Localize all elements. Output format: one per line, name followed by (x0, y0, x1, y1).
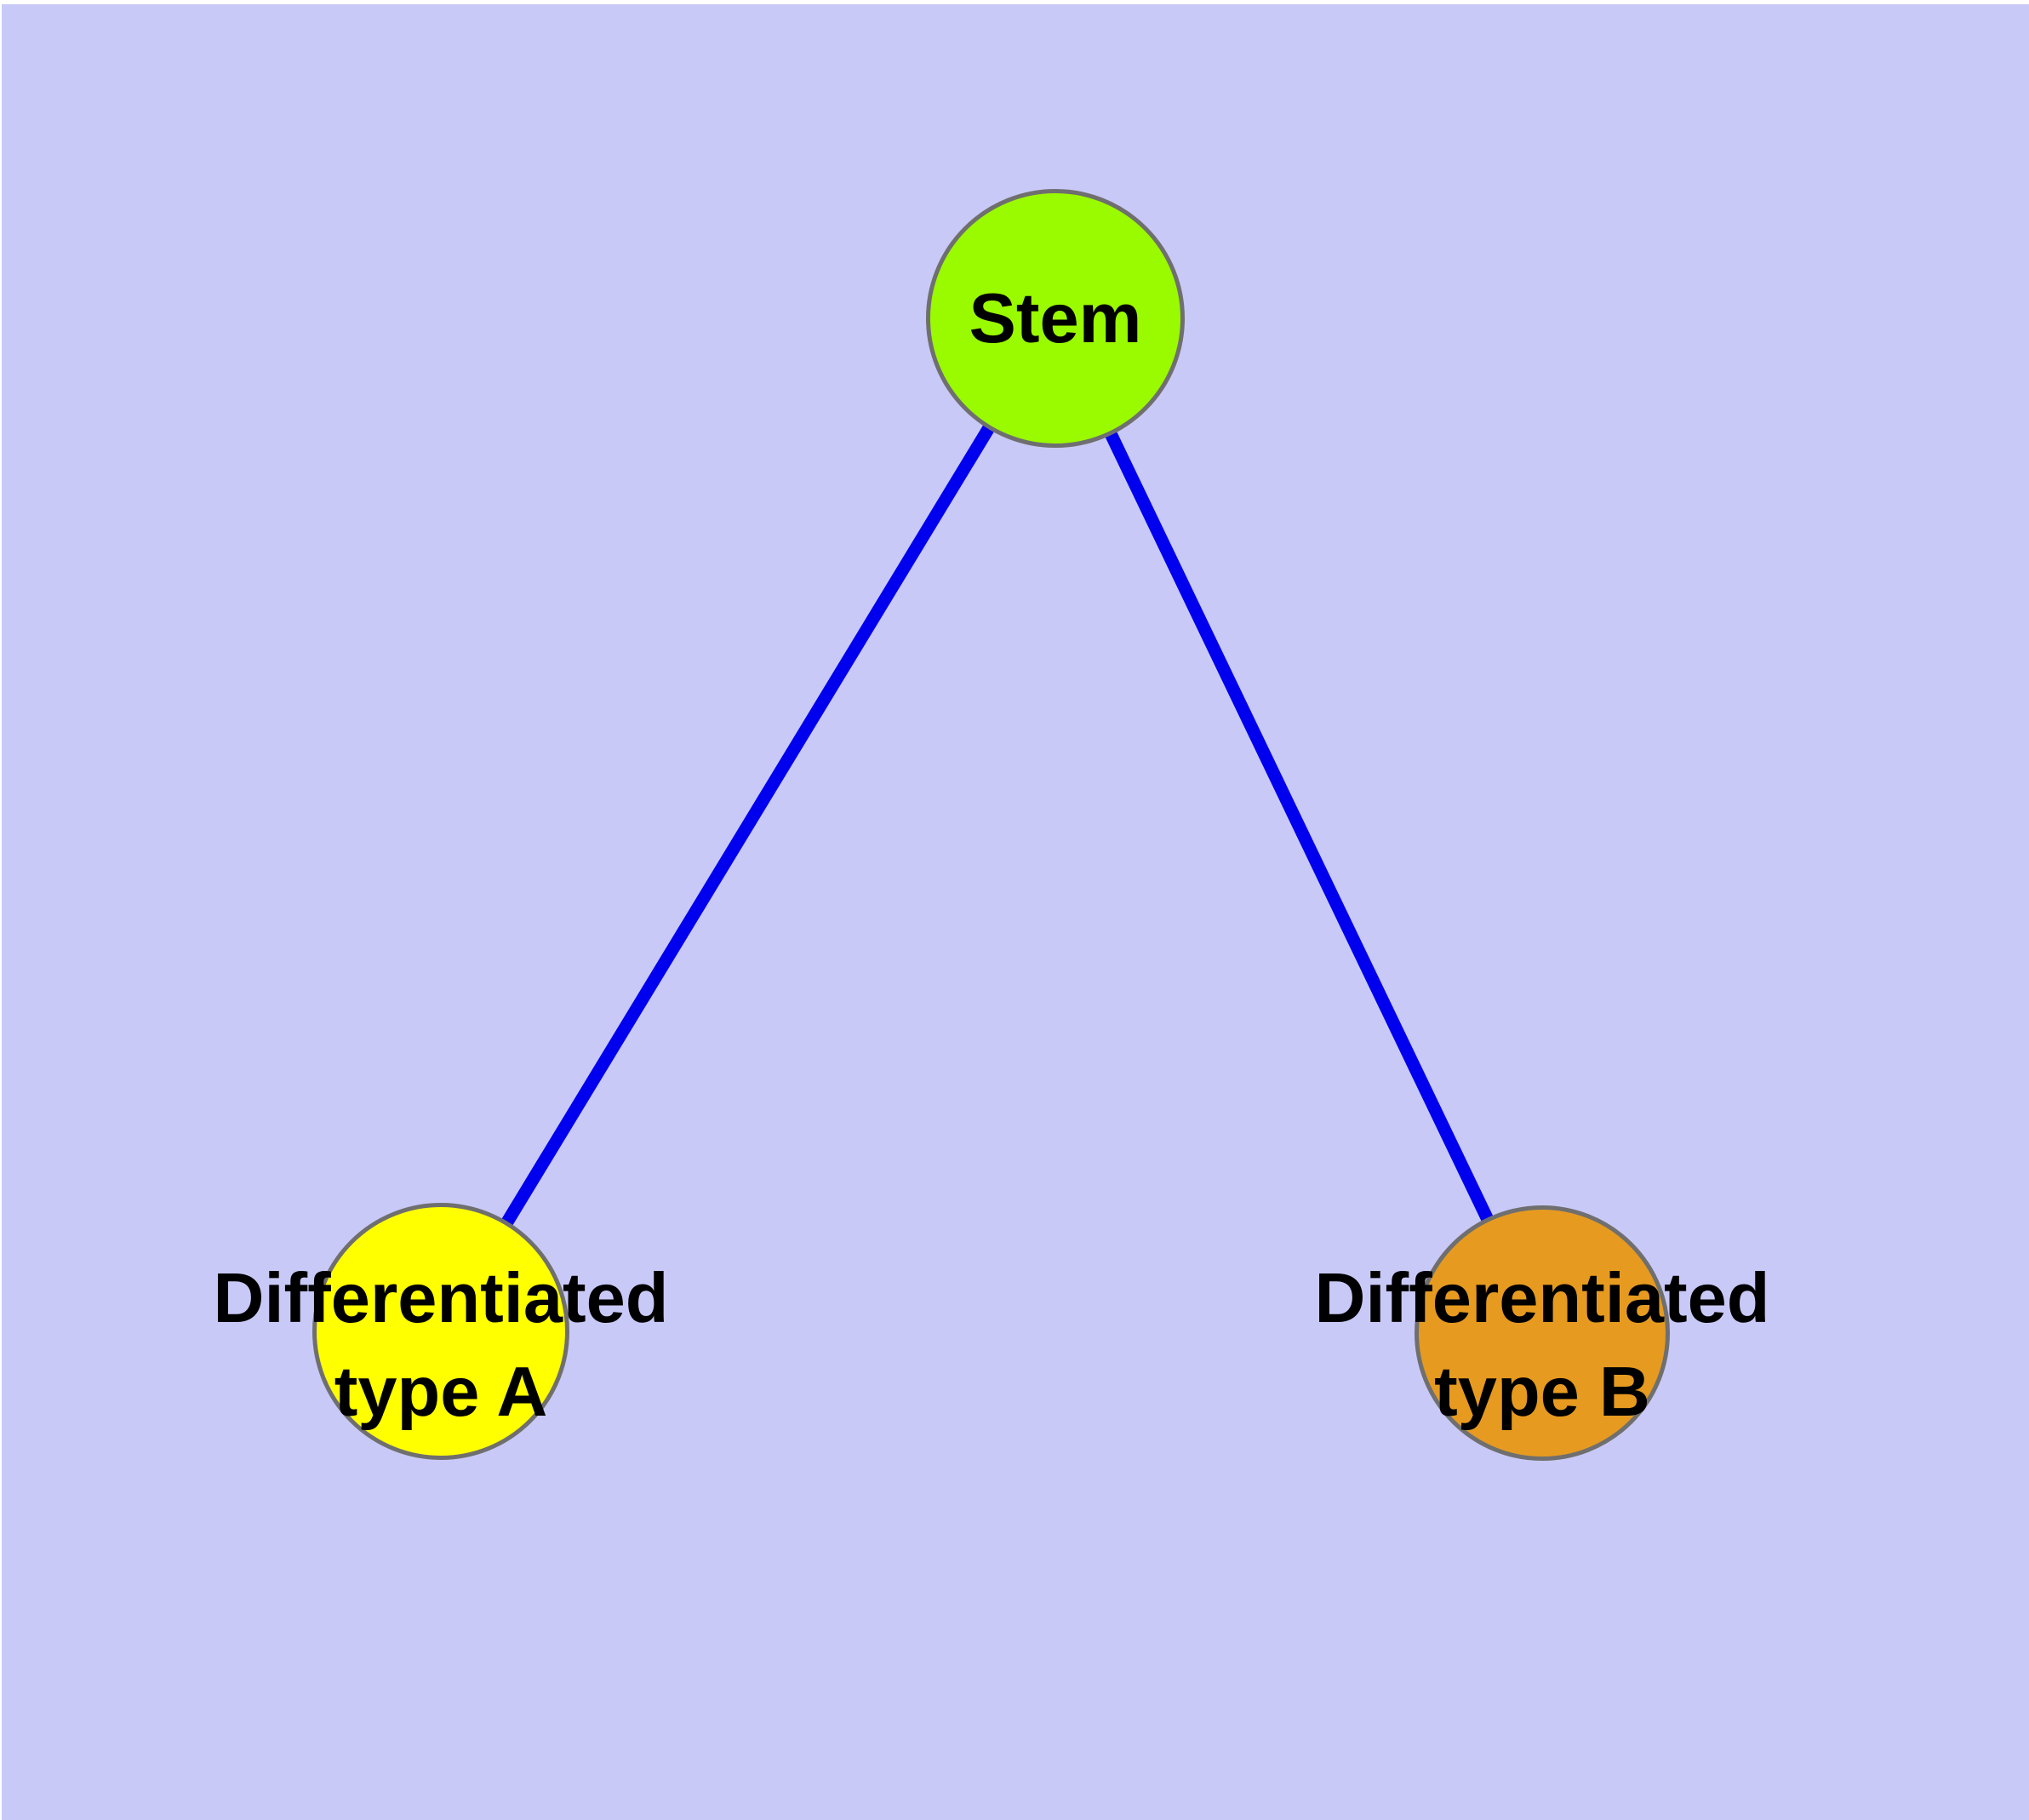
edge-stem-to-type-a (435, 315, 1061, 1335)
node-type-a-label: Differentiated type A (58, 1251, 824, 1439)
node-type-b-label-line1: Differentiated (1314, 1258, 1770, 1337)
node-type-b-label: Differentiated type B (1159, 1251, 1925, 1439)
node-stem-label: Stem (969, 278, 1142, 358)
node-stem: Stem (926, 189, 1185, 448)
edge-stem-to-type-b (1049, 315, 1548, 1336)
node-differentiated-type-a (312, 1203, 569, 1460)
node-type-a-label-line1: Differentiated (213, 1258, 669, 1337)
node-type-a-label-line2: type A (334, 1352, 548, 1431)
node-type-b-label-line2: type B (1434, 1352, 1650, 1431)
node-differentiated-type-b (1415, 1205, 1670, 1461)
